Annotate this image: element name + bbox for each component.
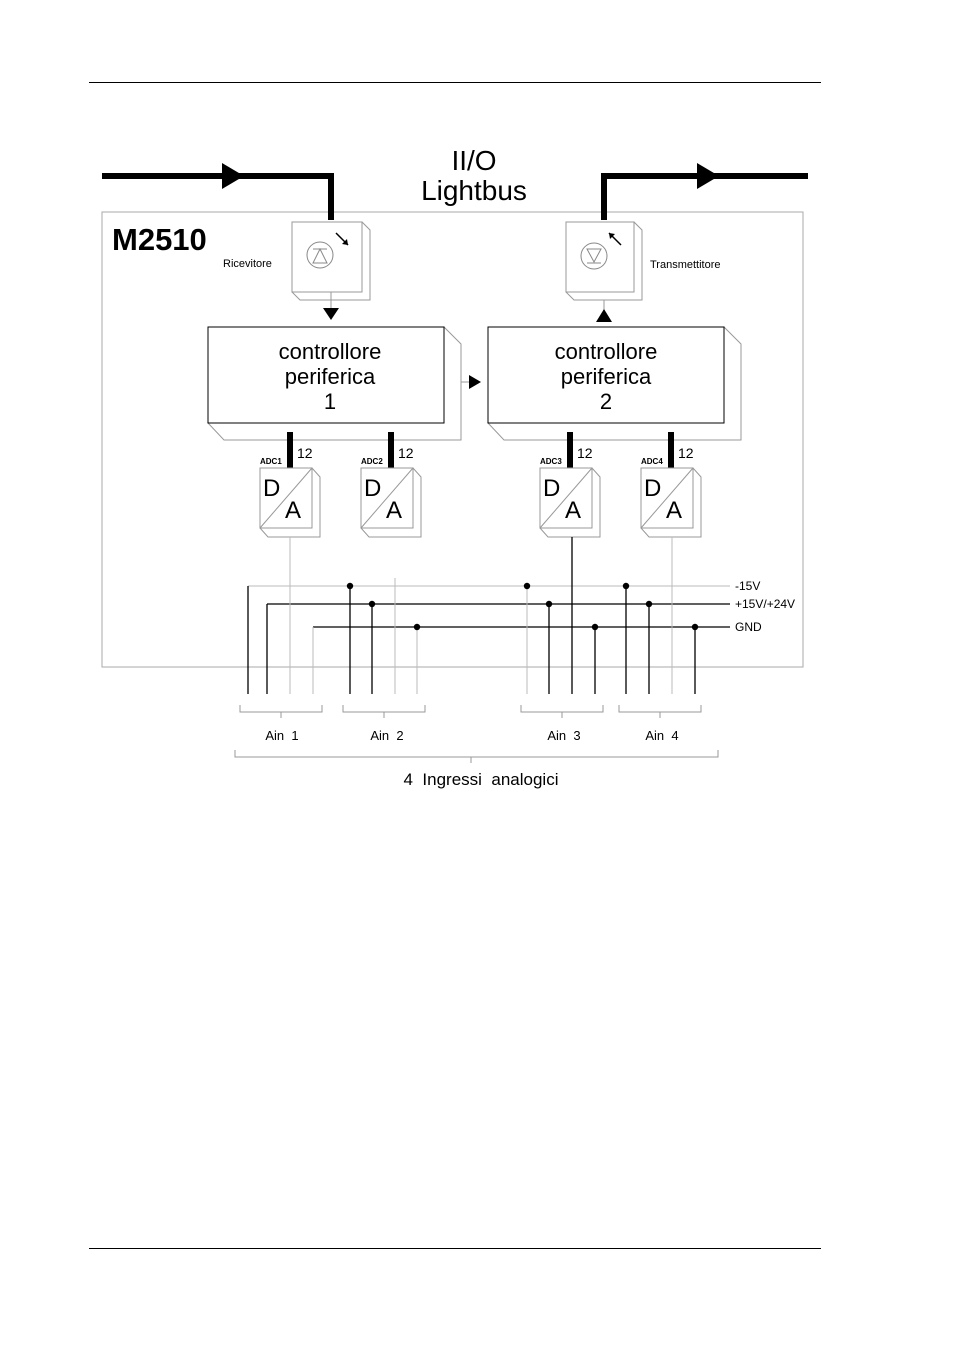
controller-1-number: 1 — [324, 389, 336, 414]
bus-out-line — [601, 173, 808, 220]
adc4-d: D — [644, 475, 661, 502]
input-3-label: Ain 3 — [547, 728, 580, 743]
ctrl2-to-tx-arrow — [596, 309, 612, 322]
inputs-group-label: 4 Ingressi analogici — [404, 770, 559, 789]
adc1-a: A — [285, 497, 301, 524]
input-wires — [247, 537, 696, 694]
adc2-d: D — [364, 475, 381, 502]
controller-1-line2: periferica — [285, 364, 376, 389]
adc3 — [539, 432, 601, 538]
input-4-label: Ain 4 — [645, 728, 678, 743]
adc3-label: ADC3 — [540, 457, 562, 466]
module-name: M2510 — [112, 222, 207, 257]
receiver-label: Ricevitore — [223, 258, 272, 270]
adc4-label: ADC4 — [641, 457, 663, 466]
adc2-bits: 12 — [398, 445, 414, 461]
rail-gnd-label: GND — [735, 620, 762, 634]
adc1-bits: 12 — [297, 445, 313, 461]
transmitter — [565, 221, 643, 301]
module-outline — [101, 211, 804, 668]
junction-dots — [346, 582, 699, 631]
adc4-bits: 12 — [678, 445, 694, 461]
rx-to-ctrl1-arrow — [323, 308, 339, 320]
adc3-d: D — [543, 475, 560, 502]
bus-out-arrow — [697, 163, 719, 189]
input-2-label: Ain 2 — [370, 728, 403, 743]
header-rule — [89, 82, 821, 83]
controller-2 — [487, 326, 742, 441]
adc4 — [640, 432, 702, 538]
adc1 — [259, 432, 321, 538]
bus-in-arrow — [222, 163, 244, 189]
controller-2-line1: controllore — [555, 339, 658, 364]
rail-minus15-label: -15V — [735, 579, 760, 593]
controller-2-number: 2 — [600, 389, 612, 414]
controller-1 — [207, 326, 462, 441]
input-brackets — [234, 705, 719, 763]
adc2 — [360, 432, 422, 538]
footer-rule — [89, 1248, 821, 1249]
transmitter-label: Transmettitore — [650, 259, 721, 271]
bus-title-line1: II/O — [451, 145, 496, 176]
controller-1-line1: controllore — [279, 339, 382, 364]
adc2-a: A — [386, 497, 402, 524]
adc1-label: ADC1 — [260, 457, 282, 466]
controller-2-line2: periferica — [561, 364, 652, 389]
adc3-bits: 12 — [577, 445, 593, 461]
bus-in-line — [102, 173, 334, 220]
input-1-label: Ain 1 — [265, 728, 298, 743]
adc4-a: A — [666, 497, 682, 524]
adc2-label: ADC2 — [361, 457, 383, 466]
rail-plus15-label: +15V/+24V — [735, 597, 795, 611]
adc1-d: D — [263, 475, 280, 502]
bus-title-line2: Lightbus — [421, 175, 527, 206]
controller-link-arrow — [469, 375, 481, 389]
receiver — [291, 221, 371, 301]
adc3-a: A — [565, 497, 581, 524]
